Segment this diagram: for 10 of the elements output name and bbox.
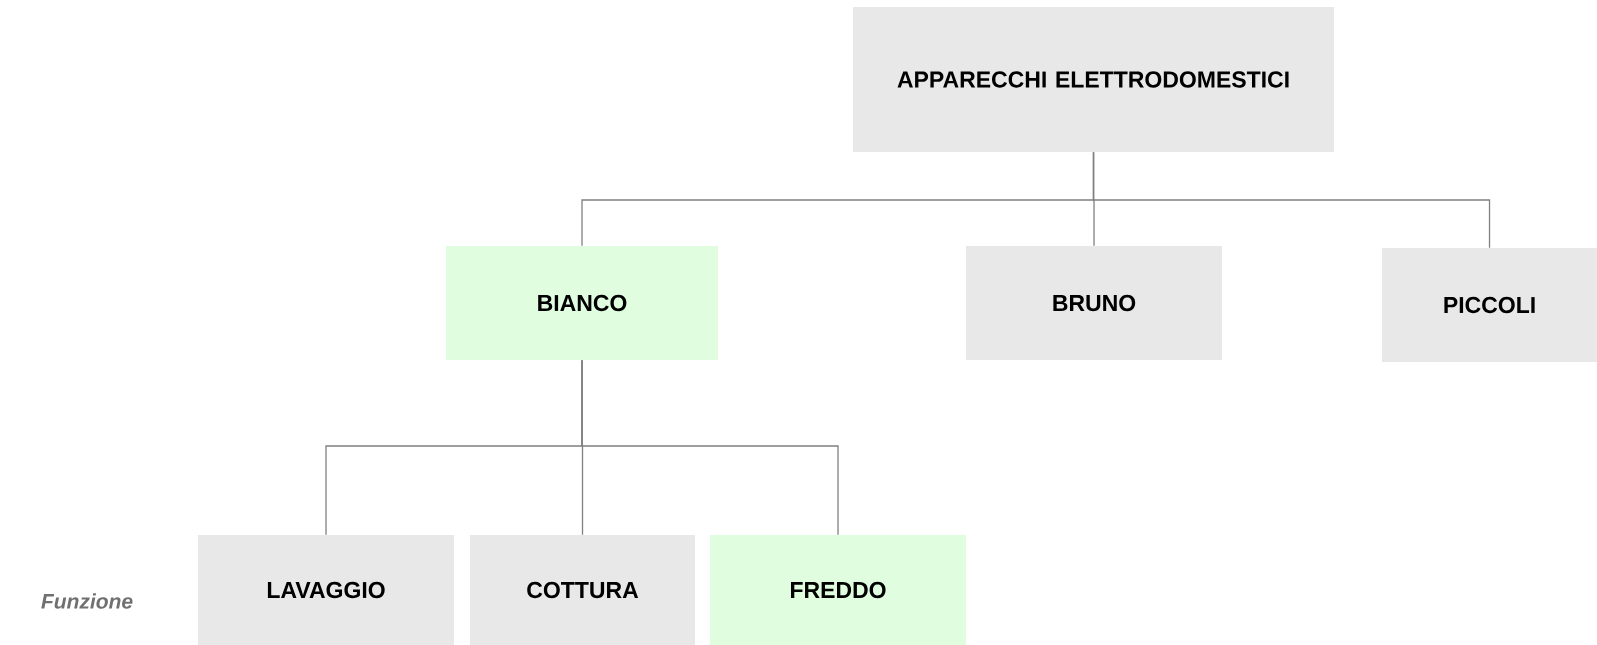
category-box: LAVAGGIO [198, 535, 454, 645]
category-box: APPARECCHI ELETTRODOMESTICI [853, 7, 1334, 152]
category-box: COTTURA [470, 535, 695, 645]
connector-line [1092, 151, 1491, 249]
row-label: Funzione [41, 593, 133, 609]
category-box: FREDDO [710, 535, 966, 645]
category-box: BIANCO [446, 246, 718, 360]
connector-line [581, 359, 839, 536]
category-box: BRUNO [966, 246, 1222, 360]
category-box: PICCOLI [1382, 248, 1597, 362]
